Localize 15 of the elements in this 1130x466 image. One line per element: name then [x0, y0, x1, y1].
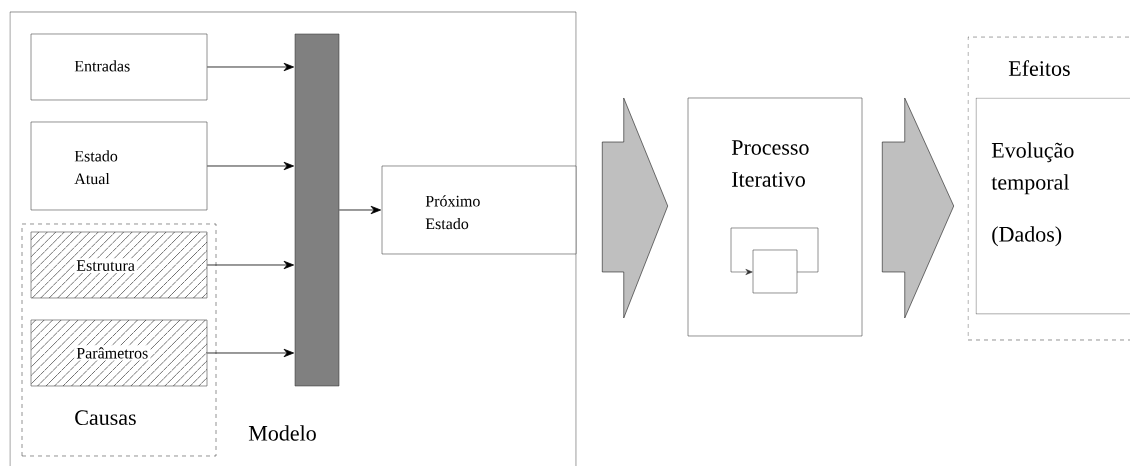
state-box: Estado Atual	[30, 121, 208, 211]
block-arrow	[882, 97, 954, 319]
arrow	[206, 161, 295, 171]
process-box: Processo Iterativo	[687, 97, 863, 337]
arrow	[206, 348, 295, 358]
model-bar	[294, 33, 340, 387]
result-box: Evolução temporal (Dados)	[975, 97, 1130, 315]
arrow	[206, 62, 295, 72]
arrow	[206, 260, 295, 270]
arrow	[338, 205, 382, 215]
block-arrow	[602, 97, 668, 319]
hatched-box: Parâmetros	[30, 319, 208, 387]
hatched-box: Estrutura	[30, 231, 208, 299]
input-box: Entradas	[30, 33, 208, 101]
output-box: Próximo Estado	[381, 165, 577, 255]
